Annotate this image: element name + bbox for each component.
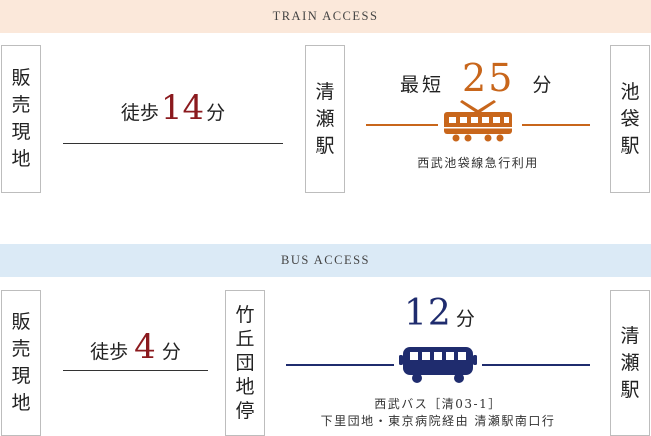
origin-char: 売 (11, 338, 31, 360)
destination-char: 駅 (620, 378, 640, 401)
bus-route-line1: 西武バス［清03-1］ (374, 397, 502, 411)
stop-char: 団 (235, 352, 255, 374)
origin-char: 販 (11, 67, 31, 89)
origin-char: 地 (11, 392, 31, 414)
origin-char: 現 (11, 365, 31, 387)
bus-walk-line (63, 370, 208, 371)
train-ride-time: 最短 25 分 (400, 56, 554, 100)
bus-origin-box: 販 売 現 地 (1, 290, 41, 436)
walk-prefix: 徒歩 (90, 341, 129, 363)
train-destination-box: 池 袋 駅 (610, 45, 650, 193)
train-ride-line-right (522, 124, 590, 126)
ride-minutes: 12 (404, 293, 452, 334)
bus-ride-line-right (482, 364, 590, 366)
train-origin-box: 販 売 現 地 (1, 45, 41, 193)
destination-char: 瀬 (620, 351, 640, 374)
station-char: 瀬 (315, 107, 335, 130)
stop-char: 丘 (235, 328, 255, 350)
bus-access-header: BUS ACCESS (0, 244, 651, 277)
ride-unit: 分 (532, 74, 555, 96)
train-ride-line-left (366, 124, 438, 126)
bus-icon (399, 347, 477, 383)
walk-prefix: 徒歩 (120, 102, 159, 124)
origin-char: 売 (11, 94, 31, 116)
ride-minutes: 25 (462, 56, 515, 100)
stop-char: 停 (235, 400, 255, 422)
train-walk-line (63, 143, 283, 144)
train-line-caption: 西武池袋線急行利用 (417, 156, 539, 170)
bus-route-caption: 西武バス［清03-1］ 下里団地・東京病院経由 清瀬駅南口行 (286, 396, 590, 430)
stop-char: 地 (235, 376, 255, 398)
train-station-box: 清 瀬 駅 (305, 45, 345, 193)
train-icon (444, 100, 512, 142)
train-access-header: TRAIN ACCESS (0, 0, 651, 33)
stop-char: 竹 (235, 304, 255, 326)
walk-minutes: 4 (134, 327, 156, 367)
origin-char: 地 (11, 148, 31, 170)
destination-char: 袋 (620, 107, 640, 130)
ride-unit: 分 (455, 308, 475, 330)
bus-ride-line-left (286, 364, 394, 366)
walk-unit: 分 (161, 341, 181, 363)
origin-char: 販 (11, 311, 31, 333)
walk-unit: 分 (206, 102, 226, 124)
destination-char: 駅 (620, 134, 640, 157)
bus-route-line2: 下里団地・東京病院経由 清瀬駅南口行 (320, 414, 556, 428)
station-char: 駅 (315, 134, 335, 157)
ride-prefix: 最短 (400, 74, 445, 96)
origin-char: 現 (11, 121, 31, 143)
walk-minutes: 14 (160, 88, 205, 128)
destination-char: 池 (620, 80, 640, 103)
bus-destination-box: 清 瀬 駅 (610, 290, 650, 436)
destination-char: 清 (620, 324, 640, 347)
station-char: 清 (315, 80, 335, 103)
bus-stop-box: 竹 丘 団 地 停 (225, 290, 265, 436)
